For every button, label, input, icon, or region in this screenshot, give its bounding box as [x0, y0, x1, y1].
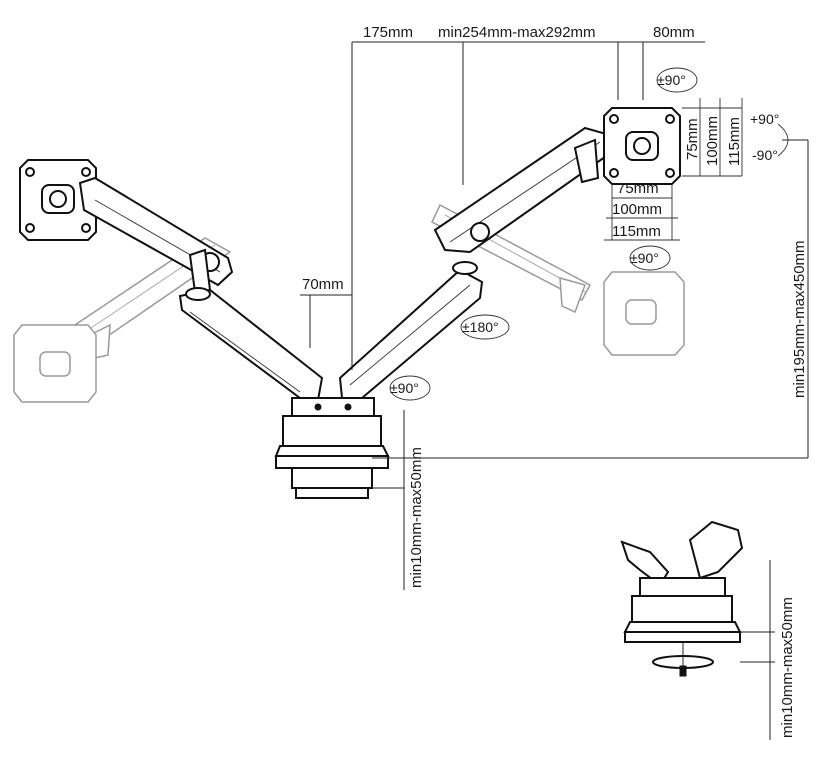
dimension-offset-175: 175mm: [363, 24, 413, 41]
right-lower-arm: [338, 261, 484, 399]
vesa-h75-label: 75mm: [617, 180, 659, 197]
grommet-inset: [620, 520, 744, 677]
rotation-base: ±90°: [390, 380, 419, 396]
dimension-lines: [300, 41, 809, 740]
base-post: [274, 397, 390, 457]
dimension-offset-80: 80mm: [653, 24, 695, 41]
vesa-v100-label: 100mm: [704, 116, 721, 166]
dimension-grommet-thickness: min10mm-max50mm: [779, 597, 796, 738]
left-vesa-plate: [19, 159, 97, 241]
dimension-clamp-thickness: min10mm-max50mm: [408, 447, 425, 588]
vesa-v75-label: 75mm: [684, 118, 701, 160]
vesa-h115-label: 115mm: [612, 223, 661, 240]
rotation-arrow-icon: [389, 67, 789, 401]
rotation-swivel-bottom: ±90°: [630, 250, 659, 266]
right-upper-arm: [433, 126, 614, 254]
vesa-v115-label: 115mm: [726, 117, 743, 166]
tilt-down-label: -90°: [752, 147, 778, 163]
tilt-up-label: +90°: [750, 111, 779, 127]
right-vesa-plate: [603, 107, 681, 185]
rotation-swivel-top: ±90°: [657, 72, 686, 88]
dimension-height-range: min195mm-max450mm: [791, 240, 808, 398]
ghost-left-vesa-plate: [13, 324, 97, 403]
dimension-arm-extension: min254mm-max292mm: [438, 24, 596, 41]
vesa-h100-label: 100mm: [612, 201, 662, 218]
rotation-elbow: ±180°: [462, 319, 499, 335]
left-upper-arm: [78, 176, 234, 294]
left-lower-arm: [178, 287, 324, 402]
dimension-offset-70: 70mm: [302, 276, 344, 293]
desk-clamp: [275, 455, 389, 499]
ghost-right-vesa-plate: [603, 271, 685, 356]
